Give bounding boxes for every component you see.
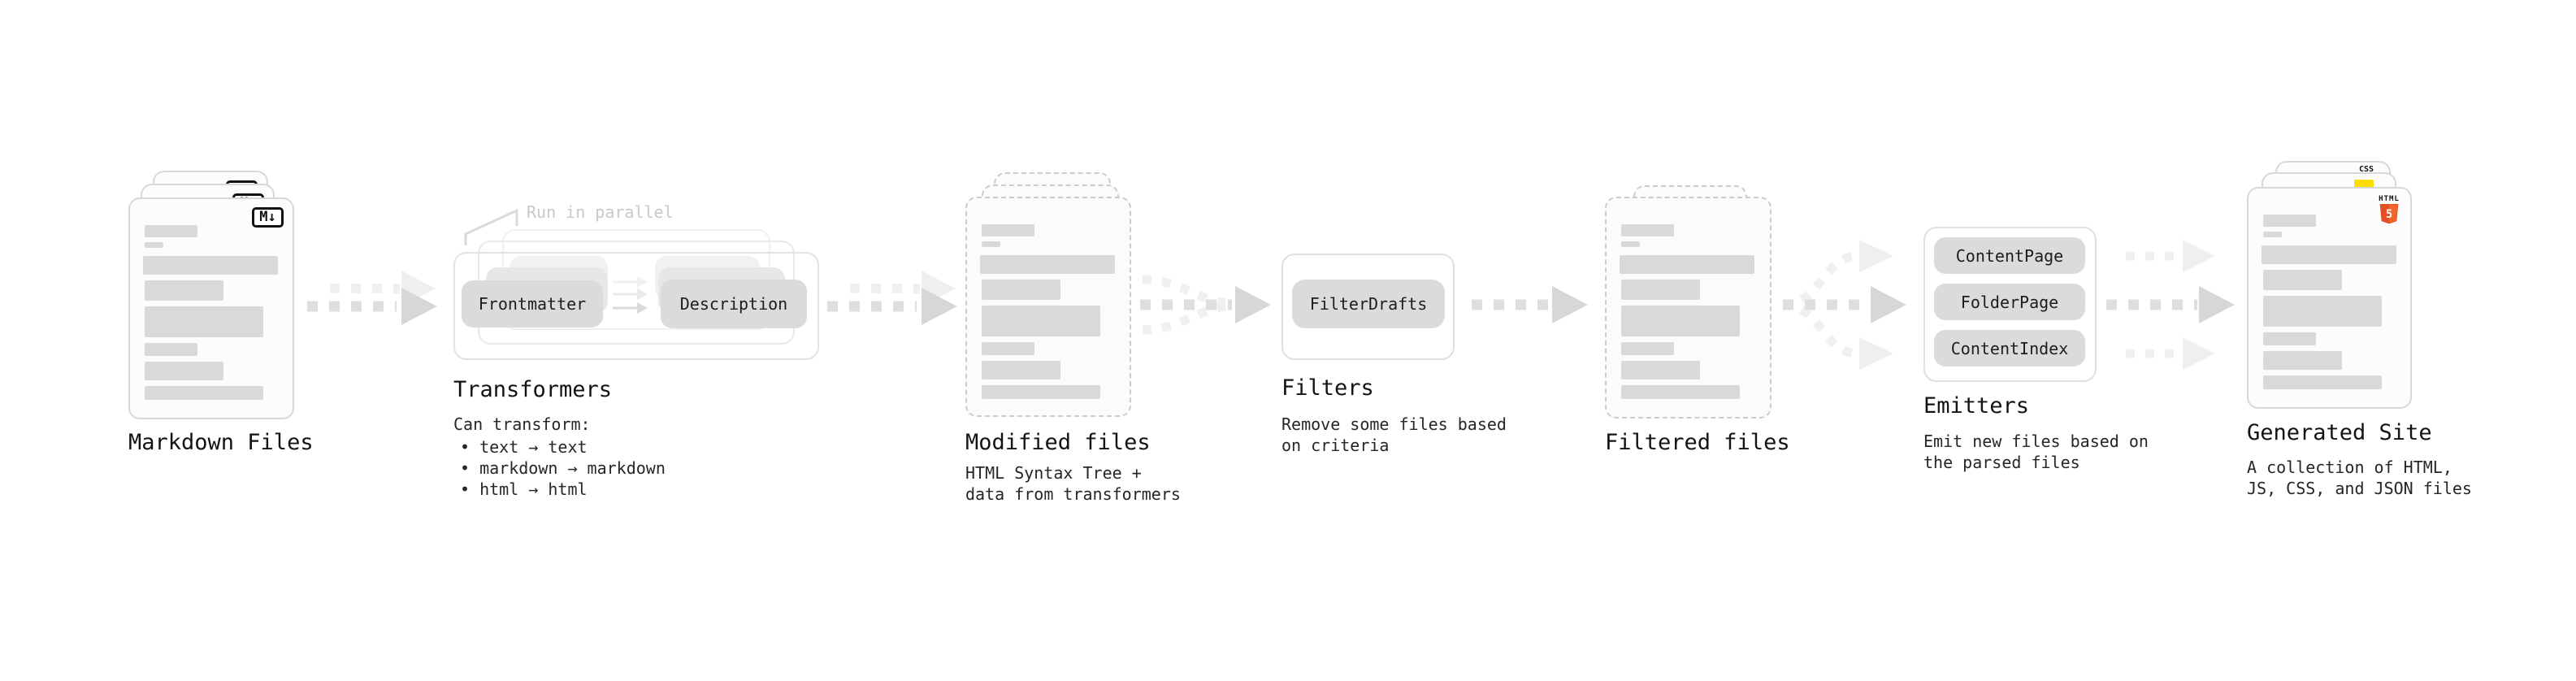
html5-icon: HTML 5 bbox=[2376, 195, 2402, 229]
markdown-icon: M↓ bbox=[252, 207, 284, 228]
text-line-bar bbox=[2263, 270, 2342, 290]
text-line-bar bbox=[982, 241, 1000, 247]
filterdrafts-node: FilterDrafts bbox=[1292, 280, 1445, 328]
parallel-arrows-icon bbox=[613, 276, 648, 314]
stage-title-transformers: Transformers bbox=[453, 377, 613, 402]
flow-arrow-modified-to-filters bbox=[1140, 275, 1271, 335]
stage-title-emitters: Emitters bbox=[1923, 393, 2030, 419]
css-icon-label: CSS bbox=[2358, 165, 2374, 174]
transformers-bullet: • markdown → markdown bbox=[460, 458, 666, 478]
run-in-parallel-label: Run in parallel bbox=[527, 202, 674, 222]
flow-arrow-filtered-to-emitters bbox=[1782, 240, 1906, 370]
run-in-parallel-callout-line bbox=[464, 208, 518, 245]
filtered-file-card-front bbox=[1605, 197, 1772, 419]
html5-icon-label: HTML bbox=[2379, 195, 2400, 203]
text-line-bar bbox=[145, 362, 223, 380]
description-node: Description bbox=[661, 280, 807, 328]
text-line-bar bbox=[1621, 306, 1740, 336]
stage-title-generated-site: Generated Site bbox=[2247, 420, 2432, 445]
modified-file-card-front bbox=[965, 197, 1131, 417]
text-line-bar bbox=[1621, 241, 1640, 247]
html5-shield: 5 bbox=[2379, 204, 2399, 224]
text-line-bar bbox=[1621, 385, 1740, 399]
stage-title-filtered-files: Filtered files bbox=[1605, 430, 1790, 455]
text-line-bar bbox=[2263, 351, 2342, 370]
text-line-bar bbox=[2263, 332, 2316, 345]
text-line-bar bbox=[2263, 375, 2382, 389]
text-line-bar bbox=[1621, 280, 1700, 300]
text-line-bar bbox=[2263, 296, 2382, 327]
modified-files-description-line: data from transformers bbox=[965, 484, 1181, 504]
text-line-bar bbox=[145, 343, 197, 356]
modified-files-description-line: HTML Syntax Tree + bbox=[965, 463, 1142, 483]
markdown-file-card-front: M↓ bbox=[128, 197, 294, 419]
svg-text:5: 5 bbox=[2386, 208, 2392, 221]
transformer-container-front bbox=[453, 252, 819, 360]
folderpage-node: FolderPage bbox=[1934, 284, 2085, 320]
text-line-bar bbox=[2263, 232, 2282, 237]
transformers-bullet: • html → html bbox=[460, 479, 588, 499]
flow-arrow-filters-to-filtered bbox=[1472, 286, 1588, 323]
stage-title-modified-files: Modified files bbox=[965, 430, 1151, 455]
generated-site-description-line: A collection of HTML, bbox=[2247, 458, 2452, 477]
text-line-bar bbox=[1620, 255, 1754, 274]
text-line-bar bbox=[143, 256, 278, 275]
text-line-bar bbox=[982, 385, 1100, 399]
flow-arrow-transformers-to-modified bbox=[827, 271, 957, 325]
text-line-bar bbox=[145, 306, 263, 337]
text-line-bar bbox=[145, 242, 163, 248]
site-file-card-html: HTML 5 bbox=[2247, 187, 2412, 409]
text-line-bar bbox=[1621, 224, 1674, 236]
text-line-bar bbox=[980, 255, 1115, 274]
text-line-bar bbox=[145, 280, 223, 301]
generated-site-description-line: JS, CSS, and JSON files bbox=[2247, 479, 2472, 498]
text-line-bar bbox=[982, 306, 1100, 336]
text-line-bar bbox=[1621, 361, 1700, 380]
filters-description-line: Remove some files based bbox=[1281, 414, 1507, 434]
text-line-bar bbox=[2263, 215, 2316, 227]
flow-arrow-markdown-to-transformers bbox=[307, 271, 437, 325]
filters-description-line: on criteria bbox=[1281, 436, 1390, 455]
frontmatter-node: Frontmatter bbox=[462, 280, 603, 327]
text-line-bar bbox=[1621, 342, 1674, 355]
transformers-bullet: • text → text bbox=[460, 437, 588, 457]
stage-title-filters: Filters bbox=[1281, 375, 1374, 401]
emitters-description-line: the parsed files bbox=[1923, 453, 2080, 472]
text-line-bar bbox=[982, 342, 1034, 355]
text-line-bar bbox=[982, 280, 1060, 300]
contentindex-node: ContentIndex bbox=[1934, 330, 2085, 367]
transformers-description: Can transform: bbox=[453, 414, 591, 434]
flow-arrow-emitters-to-site bbox=[2106, 240, 2235, 370]
emitters-description-line: Emit new files based on bbox=[1923, 432, 2149, 451]
contentpage-node: ContentPage bbox=[1934, 237, 2085, 274]
text-line-bar bbox=[145, 225, 197, 237]
text-line-bar bbox=[145, 386, 263, 400]
text-line-bar bbox=[982, 224, 1034, 236]
text-line-bar bbox=[982, 361, 1060, 380]
stage-title-markdown-files: Markdown Files bbox=[128, 430, 314, 455]
text-line-bar bbox=[2262, 245, 2396, 264]
